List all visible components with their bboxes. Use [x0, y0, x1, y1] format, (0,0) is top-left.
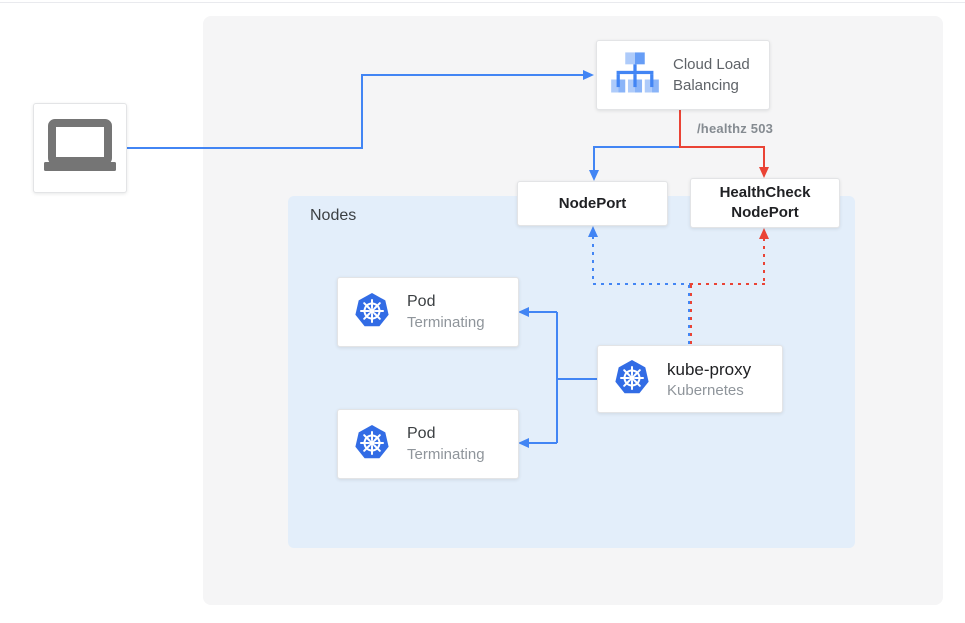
kubeproxy-to-nodeport-arrowhead [588, 226, 598, 237]
kubernetes-icon [612, 357, 652, 402]
kube-proxy-node: kube-proxy Kubernetes [597, 345, 783, 413]
kubeproxy-shared-dotted-v-red [690, 285, 692, 345]
page-top-divider [0, 2, 965, 3]
kubeproxy-shared-dotted-v-blue [688, 285, 690, 345]
nodeport-node: NodePort [517, 181, 668, 226]
kubeproxy-to-pod1-line-h [528, 311, 557, 313]
lb-to-nodeport-line-h [593, 146, 681, 148]
kube-proxy-subtitle: Kubernetes [667, 381, 744, 399]
kubeproxy-to-healthcheck-arrowhead [759, 228, 769, 239]
pod-status: Terminating [407, 446, 485, 463]
kubeproxy-to-healthcheck-dotted-h [690, 283, 765, 285]
lb-to-healthcheck-line-v [763, 146, 765, 168]
healthcheck-nodeport-label: HealthCheck NodePort [719, 184, 811, 221]
kubeproxy-to-nodeport-dotted-h [593, 283, 690, 285]
kube-proxy-title: kube-proxy [667, 359, 752, 379]
nodeport-label: NodePort [558, 195, 627, 212]
pod-status: Terminating [407, 314, 485, 331]
kubeproxy-to-pods-line-v [556, 312, 558, 443]
nodes-label: Nodes [310, 207, 357, 224]
pod-title: Pod [407, 293, 436, 310]
pod-title: Pod [407, 425, 436, 442]
healthcheck-nodeport-node: HealthCheck NodePort [690, 178, 840, 228]
cloud-load-balancing-icon [609, 50, 661, 101]
kubeproxy-to-healthcheck-dotted-v [763, 238, 765, 283]
pod-node-1: Pod Terminating [337, 277, 519, 347]
lb-to-nodeport-line-v [593, 146, 595, 171]
lb-healthcheck-line-v [679, 110, 681, 147]
lb-to-nodeport-arrowhead [589, 170, 599, 181]
external-client-node [33, 103, 127, 193]
kubernetes-icon [352, 422, 392, 467]
client-to-lb-line-h1 [127, 147, 362, 149]
kubeproxy-to-nodeport-dotted-v [592, 236, 594, 283]
kubernetes-icon [352, 290, 392, 335]
client-to-lb-line-h2 [361, 74, 583, 76]
kubeproxy-to-pod1-arrowhead [518, 307, 529, 317]
cloud-load-balancing-node: Cloud Load Balancing [596, 40, 770, 110]
cloud-load-balancing-label: Cloud Load Balancing [673, 56, 750, 94]
kubeproxy-to-pods-line-h [557, 378, 597, 380]
kubeproxy-to-pod2-line-h [528, 442, 557, 444]
healthz-status-label: /healthz 503 [697, 121, 774, 136]
kubeproxy-to-pod2-arrowhead [518, 438, 529, 448]
pod-node-2: Pod Terminating [337, 409, 519, 479]
lb-to-healthcheck-arrowhead [759, 167, 769, 178]
lb-to-healthcheck-line-h [679, 146, 765, 148]
client-to-lb-arrowhead [583, 70, 594, 80]
client-to-lb-line-v [361, 75, 363, 149]
laptop-icon [40, 118, 120, 179]
